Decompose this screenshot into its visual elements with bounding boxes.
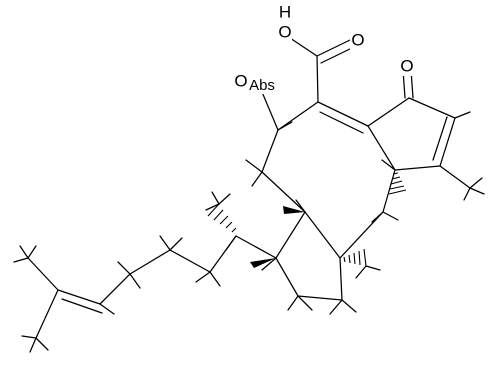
acid-hydroxyl-h-label: H [279, 2, 291, 21]
bond-c-oh [261, 91, 279, 131]
bond-ring-c-c [275, 211, 306, 259]
cyclopentenone-ring [367, 69, 471, 189]
bond-ring-c-c [339, 211, 384, 259]
bond-methyl [439, 165, 471, 189]
acid-hydroxyl-o-label: O [278, 22, 291, 41]
cyclooctene-ring [261, 91, 407, 259]
alcohol-o-label: O [234, 71, 247, 90]
bond-ring-double-b [319, 111, 364, 134]
bond-ring-c-c [394, 165, 441, 171]
bond-ring-c-c [339, 257, 343, 301]
bond-acid-c-o-double-a [316, 39, 351, 57]
bond-ring-fusion [367, 125, 396, 171]
hashed-bond-stereo [207, 203, 237, 233]
bond-ring-double-a [317, 101, 369, 127]
implicit-hydrogens [13, 111, 485, 353]
bond-ring-c-c [297, 295, 343, 301]
bond-ring-fusion [304, 211, 341, 259]
hashed-bond-stereo [388, 172, 407, 195]
cyclopentane-ring [250, 206, 367, 301]
bond-ring-double-a [439, 117, 456, 167]
bond-chain [99, 273, 131, 305]
wedge-bond-stereo [283, 206, 305, 214]
bond-ring-c-c [261, 129, 279, 173]
atom-labels: H O O O O Abs [229, 2, 416, 94]
bond-alkene-b [61, 298, 103, 314]
bond-chain [235, 235, 277, 259]
bond-terminal-methyl [35, 289, 59, 339]
bond-ring-c-c [382, 169, 396, 213]
bond-alkene-a [57, 289, 101, 305]
bond-ring-c-c [261, 171, 306, 213]
abs-stereo-label: Abs [249, 77, 275, 94]
side-chain [27, 203, 277, 339]
ketone-o-label: O [400, 56, 413, 75]
acid-carbonyl-o-label: O [351, 30, 364, 49]
bond-ring-c-c [277, 101, 319, 131]
bond-terminal-methyl [27, 257, 59, 291]
carboxylic-acid-group [283, 33, 355, 103]
bond-acid-c-o-double-b [320, 46, 355, 64]
wedge-bond-stereo [250, 258, 276, 268]
bond-acid-c-ring [316, 55, 319, 103]
bond-ring-c-c [275, 257, 299, 297]
bond-chain [169, 249, 211, 273]
bond-chain [129, 249, 171, 275]
bond-ring-double-b [432, 116, 448, 161]
bond-ring-c-c [367, 97, 410, 127]
bond-ring-c-c [408, 97, 456, 119]
hashed-bond-stereo [343, 248, 367, 267]
